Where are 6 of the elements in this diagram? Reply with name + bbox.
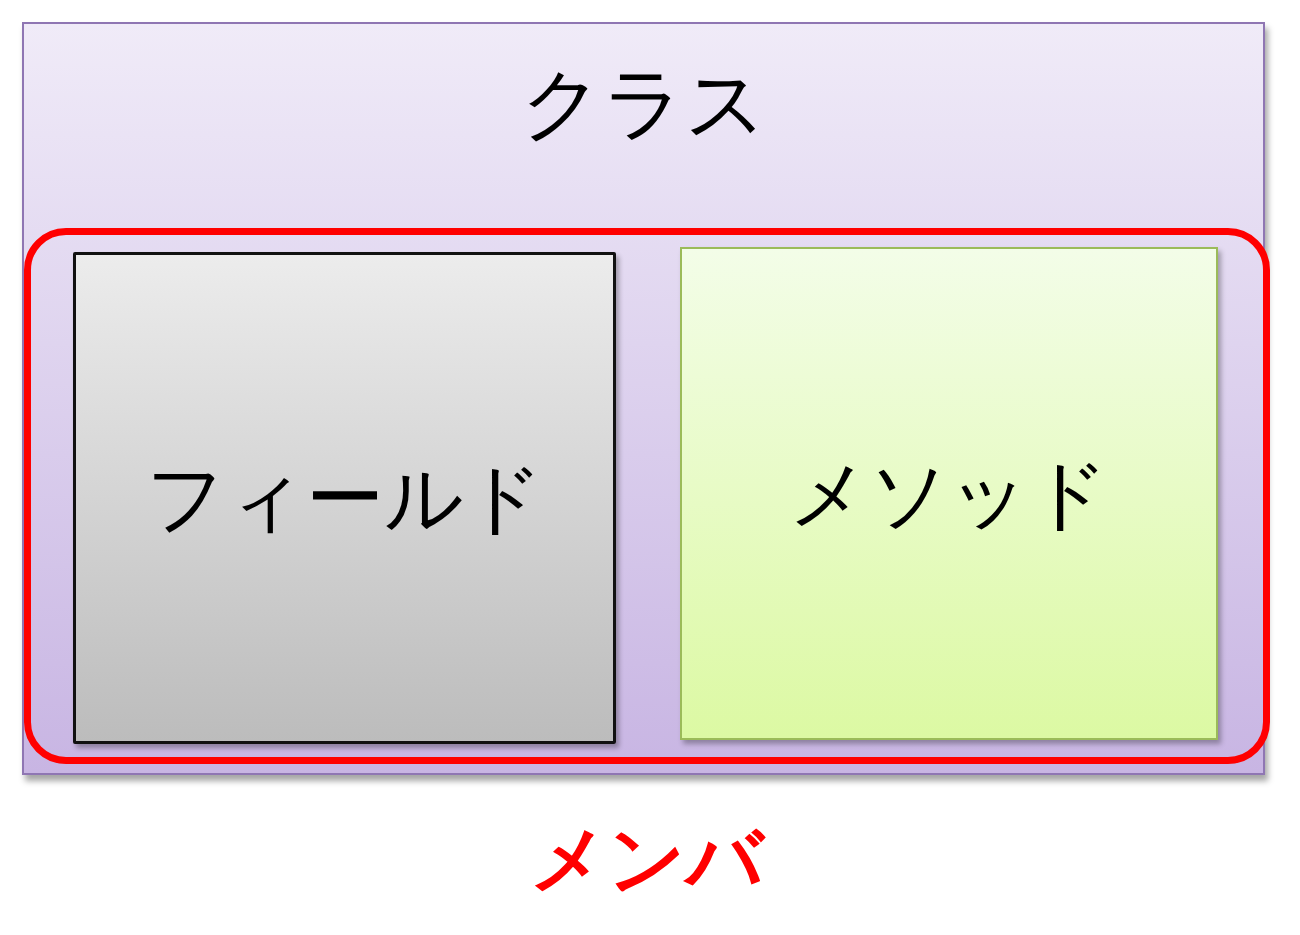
- node-label: メソッド: [789, 454, 1109, 533]
- group-label: メンバ: [530, 821, 764, 897]
- node-label: フィールド: [145, 459, 544, 537]
- field-box: [73, 252, 616, 744]
- class-title: クラス: [520, 64, 767, 144]
- method-box: [680, 247, 1218, 740]
